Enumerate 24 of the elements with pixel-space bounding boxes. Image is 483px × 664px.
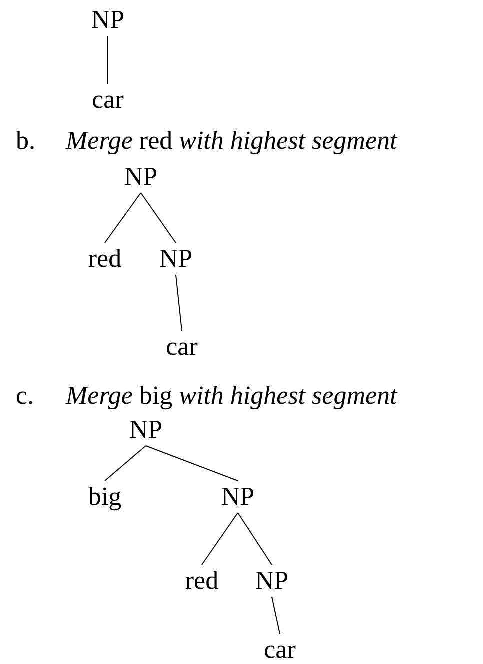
tree-node-label: NP [127,416,165,444]
example-letter: c. [16,383,34,409]
derivation-step: Merge red with highest segment [66,128,398,154]
tree-branch [238,512,272,566]
tree-node-label: NP [157,245,195,273]
tree-node-label: NP [89,6,127,34]
example-letter: b. [16,128,36,154]
tree-node-label: car [90,86,126,114]
tree-branch [202,512,238,566]
tree-branch [104,446,146,482]
tree-node-label: big [86,483,124,511]
tree-branch [272,596,280,634]
tree-node-label: NP [122,163,160,191]
derivation-step: Merge big with highest segment [66,383,398,409]
tree-node-label: NP [219,483,257,511]
tree-branch [104,192,142,244]
tree-node-label: red [183,567,221,595]
tree-node-label: car [164,333,200,361]
tree-branch [146,446,238,482]
tree-branch [140,192,176,244]
tree-branch [176,274,182,332]
tree-node-label: red [86,245,124,273]
tree-node-label: NP [253,567,291,595]
tree-node-label: car [262,636,298,664]
